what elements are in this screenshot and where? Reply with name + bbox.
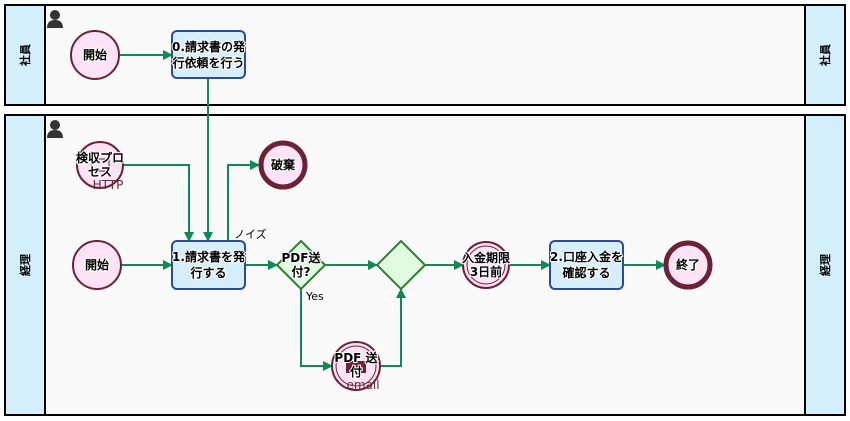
node-label: セス (88, 165, 112, 179)
envelope-icon (90, 158, 110, 172)
node-label: 付 (350, 364, 362, 379)
node-label: 行依頼を行う (171, 55, 244, 70)
node-sublabel: HTTP (93, 178, 124, 192)
node-label: 破棄 (271, 157, 296, 172)
node-label: 付? (292, 264, 311, 279)
lane-label-left: 経理 (18, 254, 32, 276)
end-event[interactable]: 終了 (663, 240, 713, 290)
start-event-accounting[interactable]: 開始 (72, 240, 122, 290)
flow-task1-to-discard (227, 160, 260, 241)
node-label: 確認する (562, 265, 610, 280)
flow-gateway-yes (300, 289, 333, 371)
node-label: 2.口座入金を (550, 249, 623, 264)
node-label: 行する (189, 265, 226, 280)
node-label: 終了 (676, 257, 700, 272)
node-label: 1.請求書を発 (172, 249, 246, 264)
flow-inspect-to-task1 (123, 164, 194, 242)
person-icon (47, 10, 63, 28)
node-label: 0.請求書の発 (172, 39, 246, 54)
start-event-employee[interactable]: 開始 (70, 30, 120, 80)
task-2[interactable]: 2.口座入金を 確認する (549, 240, 624, 290)
node-label: 3日前 (470, 264, 502, 279)
flow-pdf-to-merge (380, 288, 406, 367)
person-icon (47, 120, 63, 138)
task-1[interactable]: 1.請求書を発 行する (171, 240, 247, 290)
node-label: PDF 送 (334, 350, 378, 365)
gateway-merge[interactable] (375, 239, 427, 291)
lane-label-right: 社員 (818, 44, 832, 67)
gateway-pdf[interactable]: PDF送 付? (275, 239, 327, 291)
node-label: 開始 (85, 257, 109, 272)
edge-label-noise: ノイズ (234, 227, 267, 241)
node-label: 入金期限 (462, 250, 510, 265)
lane-label-right: 経理 (818, 254, 832, 276)
timer-event[interactable]: 入金期限 3日前 (461, 241, 511, 289)
pdf-send-event[interactable]: PDF 送 付 email (331, 341, 381, 392)
lane-label-left: 社員 (18, 44, 32, 67)
discard-end-event[interactable]: 破棄 (258, 140, 308, 190)
task-0[interactable]: 0.請求書の発 行依頼を行う (170, 30, 247, 79)
node-label: PDF送 (282, 250, 322, 265)
envelope-icon (346, 361, 366, 373)
edge-label-yes: Yes (305, 290, 324, 303)
sequence-flows: ノイズ Yes (119, 50, 666, 371)
node-label: 検収プロ (76, 150, 124, 165)
inspect-message-event[interactable]: 検収プロ セス HTTP (75, 141, 125, 192)
node-label: 開始 (83, 47, 107, 62)
node-sublabel: email (346, 378, 379, 392)
